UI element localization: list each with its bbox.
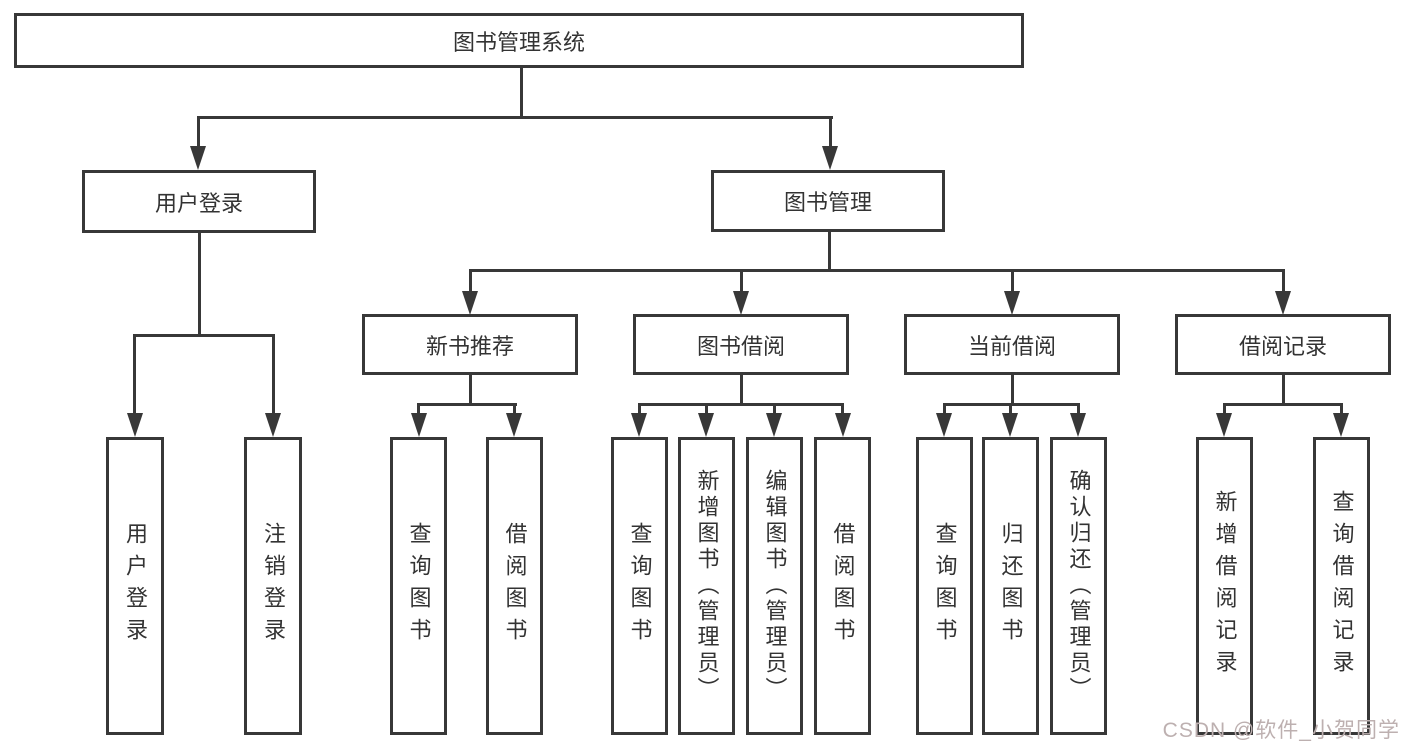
connector-login-rail: [133, 334, 275, 337]
arrowhead-icon: [190, 146, 206, 170]
connector-stem: [705, 403, 708, 415]
connector-stem: [638, 403, 641, 415]
leaf-logout: 注销登录: [244, 437, 302, 735]
arrowhead-icon: [698, 413, 714, 437]
arrowhead-icon: [411, 413, 427, 437]
arrowhead-icon: [462, 291, 478, 315]
connector-stem: [1009, 403, 1012, 415]
connector-login-stem: [198, 233, 201, 336]
leaf-user-login: 用户登录: [106, 437, 164, 735]
leaf-query-borrow-record: 查询借阅记录: [1313, 437, 1370, 735]
leaf-add-borrow-record: 新增借阅记录: [1196, 437, 1253, 735]
connector-mgmt-rail: [469, 269, 1285, 272]
connector-records-rail: [1223, 403, 1343, 406]
arrowhead-icon: [127, 413, 143, 437]
connector-stem: [829, 116, 832, 148]
csdn-watermark: CSDN @软件_小贺同学: [1162, 719, 1400, 742]
arrowhead-icon: [733, 291, 749, 315]
leaf-return-book: 归还图书: [982, 437, 1039, 735]
connector-recommend-rail: [417, 403, 517, 406]
connector-stem: [841, 403, 844, 415]
connector-stem: [417, 403, 420, 415]
connector-stem: [773, 403, 776, 415]
connector-stem: [197, 116, 200, 148]
leaf-borrow-books-recommend: 借阅图书: [486, 437, 543, 735]
leaf-query-books-borrow: 查询图书: [611, 437, 668, 735]
node-new-book-recommend: 新书推荐: [362, 314, 578, 375]
node-user-login: 用户登录: [82, 170, 316, 233]
arrowhead-icon: [1004, 291, 1020, 315]
connector-current-stem: [1011, 375, 1014, 405]
connector-stem: [469, 269, 472, 293]
arrowhead-icon: [1275, 291, 1291, 315]
connector-stem: [513, 403, 516, 415]
node-book-borrow: 图书借阅: [633, 314, 849, 375]
connector-root-rail: [197, 116, 833, 119]
leaf-confirm-return-admin: 确认归还（管理员）: [1050, 437, 1107, 735]
arrowhead-icon: [835, 413, 851, 437]
connector-stem: [943, 403, 946, 415]
connector-stem: [1011, 269, 1014, 293]
leaf-add-book-admin: 新增图书（管理员）: [678, 437, 735, 735]
connector-stem: [740, 269, 743, 293]
connector-stem: [133, 334, 136, 414]
arrowhead-icon: [631, 413, 647, 437]
connector-stem: [1340, 403, 1343, 415]
node-borrow-records: 借阅记录: [1175, 314, 1391, 375]
arrowhead-icon: [1070, 413, 1086, 437]
connector-stem: [1077, 403, 1080, 415]
connector-mgmt-stem: [828, 232, 831, 272]
leaf-query-books-recommend: 查询图书: [390, 437, 447, 735]
connector-recommend-stem: [469, 375, 472, 405]
arrowhead-icon: [265, 413, 281, 437]
connector-stem: [1223, 403, 1226, 415]
arrowhead-icon: [506, 413, 522, 437]
arrowhead-icon: [936, 413, 952, 437]
arrowhead-icon: [766, 413, 782, 437]
node-root-library-system: 图书管理系统: [14, 13, 1024, 68]
connector-records-stem: [1282, 375, 1285, 405]
connector-stem: [272, 334, 275, 414]
arrowhead-icon: [1333, 413, 1349, 437]
arrowhead-icon: [1002, 413, 1018, 437]
connector-stem: [1282, 269, 1285, 293]
node-book-management: 图书管理: [711, 170, 945, 232]
arrowhead-icon: [1216, 413, 1232, 437]
connector-borrow-stem: [740, 375, 743, 405]
connector-root-stem: [520, 68, 523, 119]
node-current-borrow: 当前借阅: [904, 314, 1120, 375]
arrowhead-icon: [822, 146, 838, 170]
leaf-edit-book-admin: 编辑图书（管理员）: [746, 437, 803, 735]
leaf-query-books-current: 查询图书: [916, 437, 973, 735]
leaf-borrow-books: 借阅图书: [814, 437, 871, 735]
connector-borrow-rail: [638, 403, 844, 406]
